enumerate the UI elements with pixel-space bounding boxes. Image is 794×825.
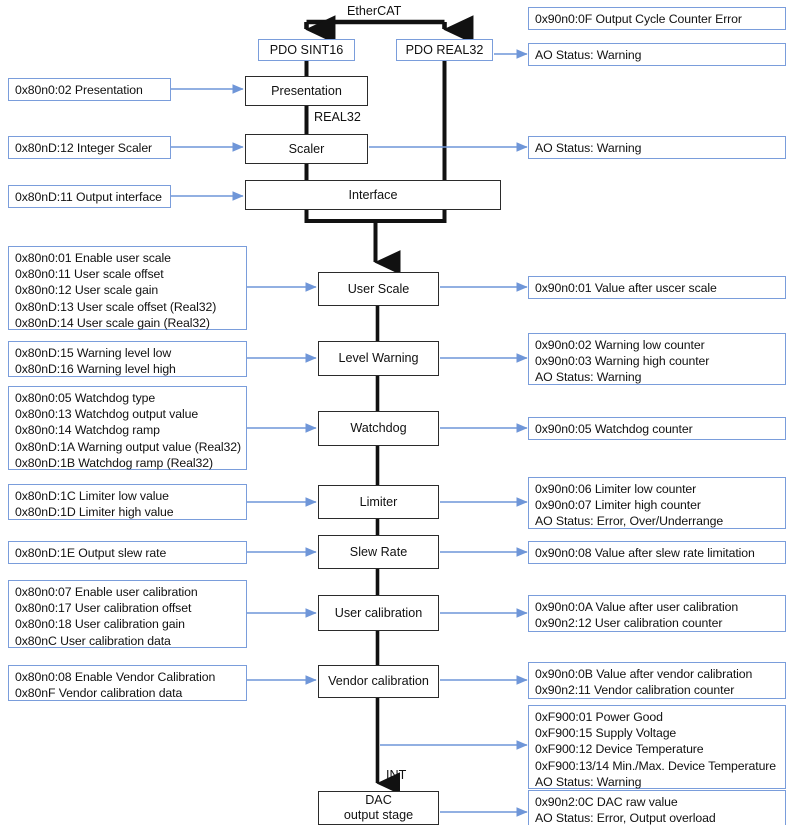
- pdo-real32-label: PDO REAL32: [405, 43, 484, 57]
- param-box-watchdog: 0x80n0:05 Watchdog type 0x80n0:13 Watchd…: [8, 386, 247, 470]
- block-user-calibration-label: User calibration: [334, 605, 423, 620]
- block-level-warning: Level Warning: [318, 341, 439, 376]
- param-box-output-interface: 0x80nD:11 Output interface: [8, 185, 171, 208]
- status-box-slew-rate: 0x90n0:08 Value after slew rate limitati…: [528, 541, 786, 564]
- block-scaler: Scaler: [245, 134, 368, 164]
- block-slew-rate-label: Slew Rate: [349, 544, 408, 559]
- status-box-limiter: 0x90n0:06 Limiter low counter 0x90n0:07 …: [528, 477, 786, 529]
- block-dac-output-stage: DAC output stage: [318, 791, 439, 825]
- block-interface-label: Interface: [348, 187, 398, 202]
- param-box-user-scale: 0x80n0:01 Enable user scale 0x80n0:11 Us…: [8, 246, 247, 330]
- block-watchdog: Watchdog: [318, 411, 439, 446]
- pdo-sint16-label: PDO SINT16: [269, 43, 344, 57]
- status-box-user-scale: 0x90n0:01 Value after uscer scale: [528, 276, 786, 299]
- status-box-vendor-calibration: 0x90n0:0B Value after vendor calibration…: [528, 662, 786, 699]
- status-box-dac-output-stage: 0x90n2:0C DAC raw value AO Status: Error…: [528, 790, 786, 825]
- status-box-watchdog: 0x90n0:05 Watchdog counter: [528, 417, 786, 440]
- param-box-user-calibration: 0x80n0:07 Enable user calibration 0x80n0…: [8, 580, 247, 648]
- block-presentation: Presentation: [245, 76, 368, 106]
- block-limiter: Limiter: [318, 485, 439, 519]
- block-level-warning-label: Level Warning: [338, 351, 419, 365]
- block-user-calibration: User calibration: [318, 595, 439, 631]
- status-box-level-warning: 0x90n0:02 Warning low counter 0x90n0:03 …: [528, 333, 786, 385]
- datatype-label-int: INT: [386, 768, 407, 782]
- block-slew-rate: Slew Rate: [318, 535, 439, 569]
- status-box-device-diagnostics: 0xF900:01 Power Good 0xF900:15 Supply Vo…: [528, 705, 786, 789]
- block-dac-sublabel: output stage: [343, 808, 414, 822]
- status-box-user-calibration: 0x90n0:0A Value after user calibration 0…: [528, 595, 786, 632]
- block-limiter-label: Limiter: [359, 494, 398, 509]
- block-user-scale: User Scale: [318, 272, 439, 306]
- ethercat-bus-label: EtherCAT: [347, 4, 402, 18]
- param-box-slew-rate: 0x80nD:1E Output slew rate: [8, 541, 247, 564]
- block-presentation-label: Presentation: [271, 83, 342, 98]
- block-vendor-calibration-label: Vendor calibration: [328, 674, 429, 688]
- status-box-output-cycle-counter-error: 0x90n0:0F Output Cycle Counter Error: [528, 7, 786, 30]
- block-interface: Interface: [245, 180, 501, 210]
- status-box-pdo-real32-status: AO Status: Warning: [528, 43, 786, 66]
- block-dac-label: DAC: [365, 793, 392, 807]
- param-box-level-warning: 0x80nD:15 Warning level low 0x80nD:16 Wa…: [8, 341, 247, 377]
- param-box-presentation: 0x80n0:02 Presentation: [8, 78, 171, 101]
- status-box-scaler-status: AO Status: Warning: [528, 136, 786, 159]
- block-watchdog-label: Watchdog: [350, 421, 407, 435]
- block-vendor-calibration: Vendor calibration: [318, 665, 439, 698]
- pdo-real32-box: PDO REAL32: [396, 39, 493, 61]
- pdo-sint16-box: PDO SINT16: [258, 39, 355, 61]
- block-scaler-label: Scaler: [288, 141, 325, 156]
- block-user-scale-label: User Scale: [347, 281, 410, 296]
- datatype-label-real32: REAL32: [314, 110, 361, 124]
- param-box-vendor-calibration: 0x80n0:08 Enable Vendor Calibration 0x80…: [8, 665, 247, 701]
- param-box-limiter: 0x80nD:1C Limiter low value 0x80nD:1D Li…: [8, 484, 247, 520]
- param-box-integer-scaler: 0x80nD:12 Integer Scaler: [8, 136, 171, 159]
- chain-wire-interface-userscale: [304, 210, 447, 223]
